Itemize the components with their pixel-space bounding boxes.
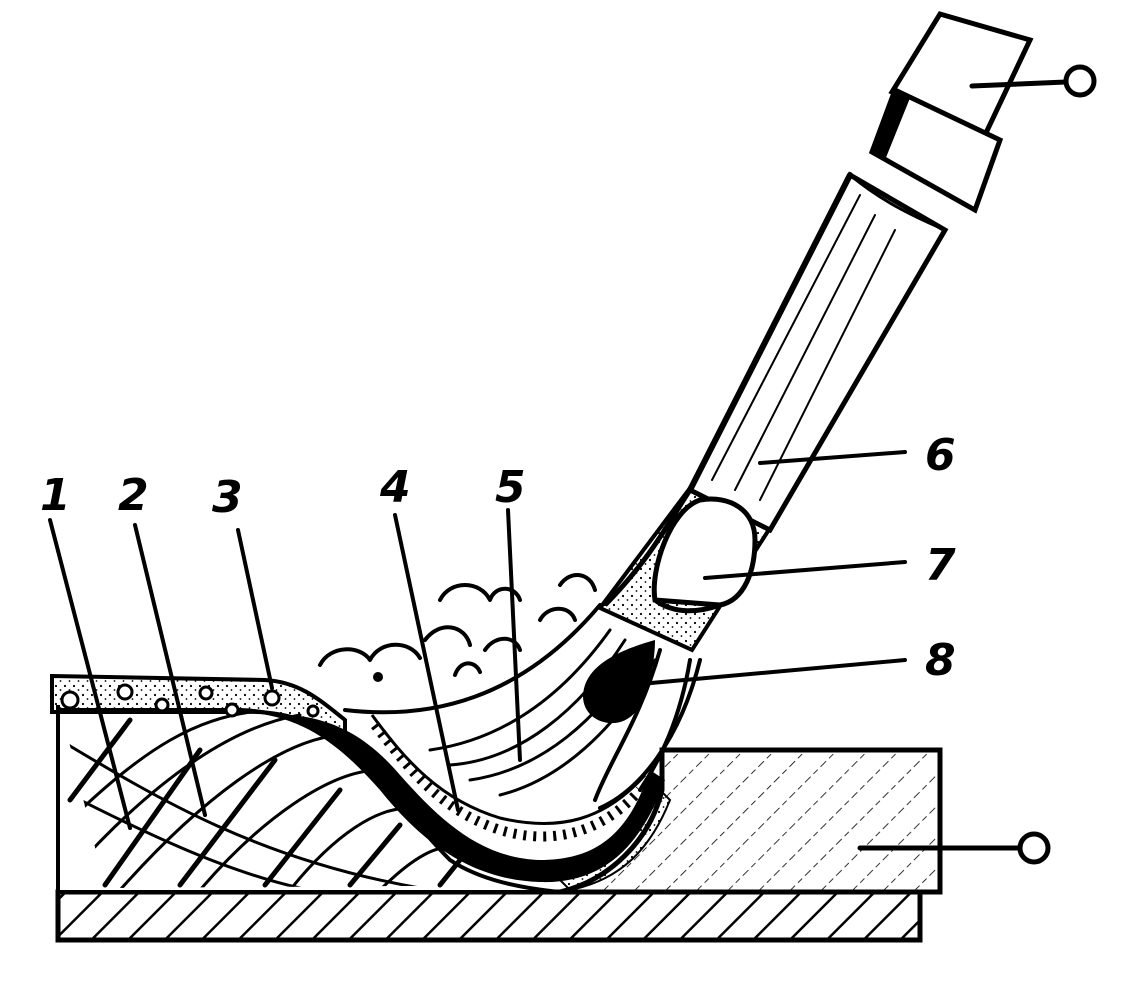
leader-lines [48, 450, 907, 830]
droplet-chain [370, 714, 647, 842]
top-terminal [969, 64, 1097, 98]
label-1: 1 [40, 470, 71, 521]
label-3: 3 [212, 472, 243, 523]
label-8: 8 [925, 635, 956, 686]
electrode-core-tip [651, 496, 758, 614]
label-7: 7 [925, 540, 956, 591]
metal-droplet [582, 640, 655, 724]
label-6: 6 [925, 430, 956, 481]
molten-pool [235, 712, 672, 892]
label-5: 5 [495, 462, 526, 513]
callout-labels: 1 2 3 4 5 6 7 8 [40, 430, 956, 686]
backing-strip [55, 889, 923, 943]
gas-bubbles [318, 573, 597, 682]
right-terminal [857, 831, 1051, 865]
electrode-holder [868, 11, 1034, 214]
electrode-rod [686, 171, 949, 534]
label-4: 4 [379, 462, 411, 513]
label-2: 2 [118, 470, 149, 521]
